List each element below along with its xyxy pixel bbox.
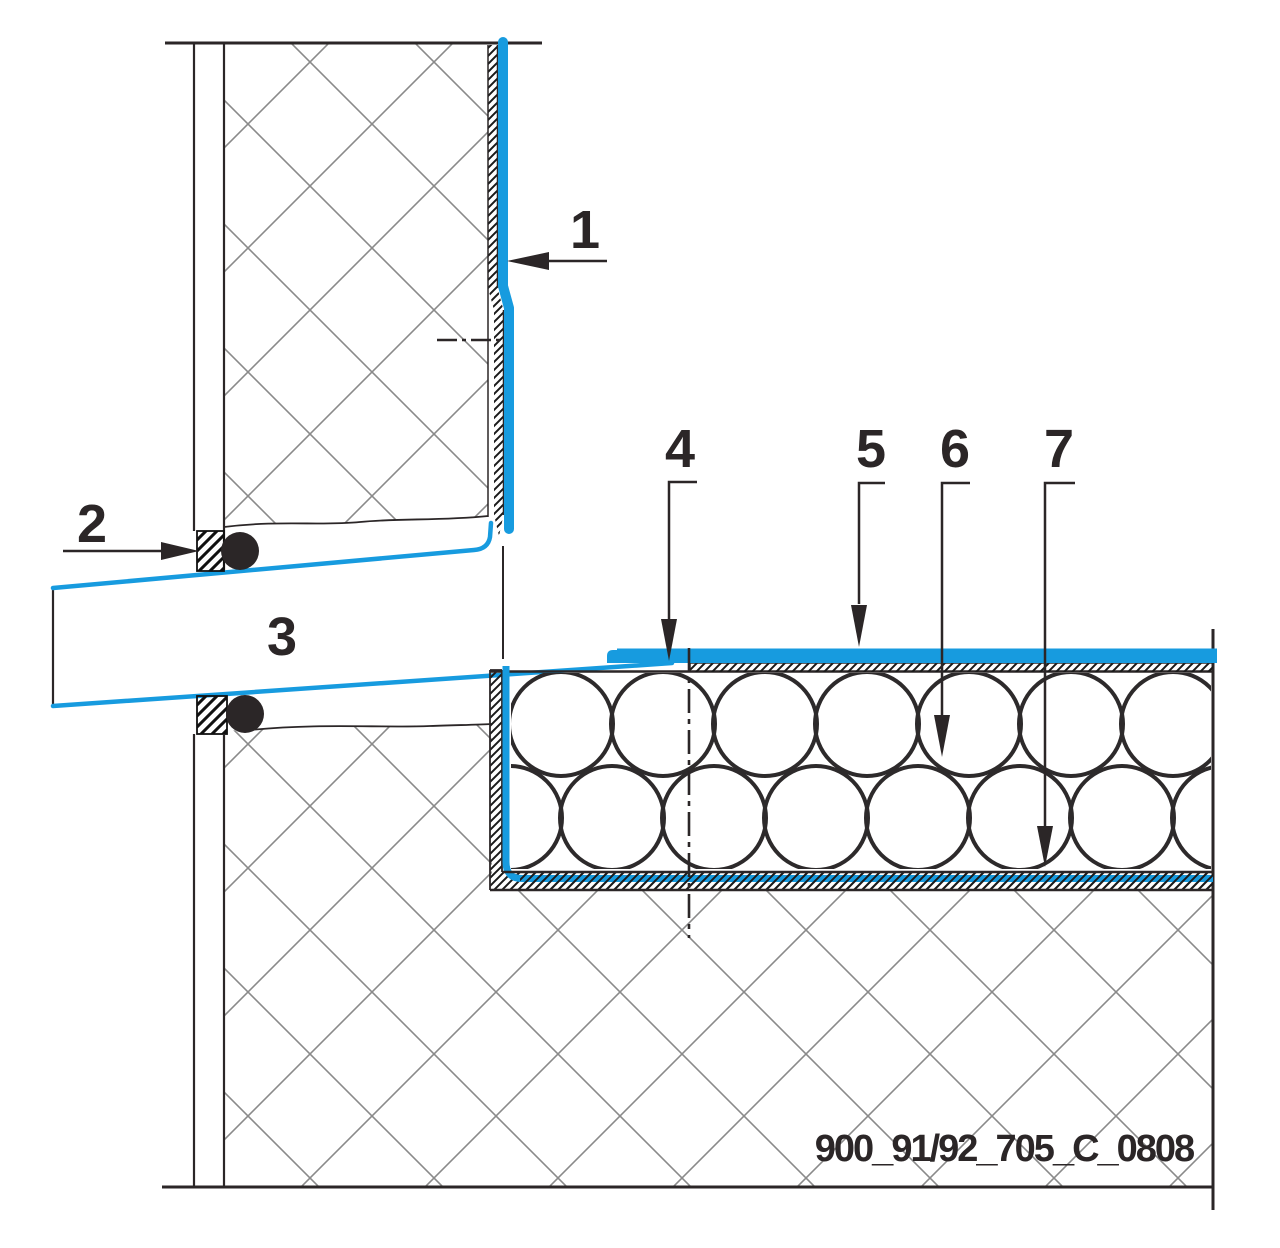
base-slab <box>162 629 1215 1210</box>
callout-1: 1 <box>507 200 607 270</box>
reference-code: 900_91/92_705_C_0808 <box>815 1128 1194 1170</box>
callout-2-label: 2 <box>77 494 107 554</box>
callout-3: 3 <box>267 607 297 667</box>
backer-rod-upper <box>221 532 259 570</box>
callout-6: 6 <box>934 419 970 757</box>
movement-joint <box>50 520 675 735</box>
callout-7: 7 <box>1037 419 1075 867</box>
upper-wall-masonry-hatch <box>224 43 488 527</box>
joint-membrane-bottom <box>50 660 675 709</box>
base-slab-top-wavy-edge <box>249 723 493 731</box>
callout-4: 4 <box>661 419 697 661</box>
wall-protection-strip <box>487 45 505 536</box>
callout-1-arrowhead <box>507 252 549 270</box>
floor-assembly <box>489 648 1217 892</box>
callout-3-label: 3 <box>267 607 297 667</box>
tray-upstand-hatch <box>490 670 502 890</box>
floor-top-membrane <box>607 648 1217 663</box>
joint-sealant-lower <box>196 695 228 735</box>
floor-insulation <box>511 673 1211 869</box>
tray-base-hatch-over-membrane <box>520 872 1213 890</box>
callout-5-arrowhead <box>851 605 867 647</box>
base-slab-concrete-hatch <box>224 724 1213 1187</box>
callout-2: 2 <box>63 494 199 560</box>
callout-2-arrowhead <box>161 542 199 560</box>
callout-6-label: 6 <box>940 419 970 479</box>
upper-wall-bottom-wavy-edge <box>223 515 489 528</box>
callout-5-label: 5 <box>856 419 886 479</box>
callout-7-arrowhead <box>1037 826 1053 867</box>
callout-5: 5 <box>851 419 886 647</box>
joint-sealant-upper <box>196 530 225 572</box>
upper-wall <box>165 41 542 570</box>
callout-4-label: 4 <box>665 419 695 479</box>
top-separating-layer-hatch <box>690 663 1213 672</box>
wall-sealing-membrane <box>498 37 514 534</box>
callout-6-arrowhead <box>934 715 950 757</box>
callout-4-arrowhead <box>661 619 677 661</box>
callout-1-label: 1 <box>570 200 600 260</box>
joint-membrane-top <box>50 520 494 591</box>
backer-rod-lower <box>226 695 264 733</box>
callout-7-label: 7 <box>1044 419 1074 479</box>
